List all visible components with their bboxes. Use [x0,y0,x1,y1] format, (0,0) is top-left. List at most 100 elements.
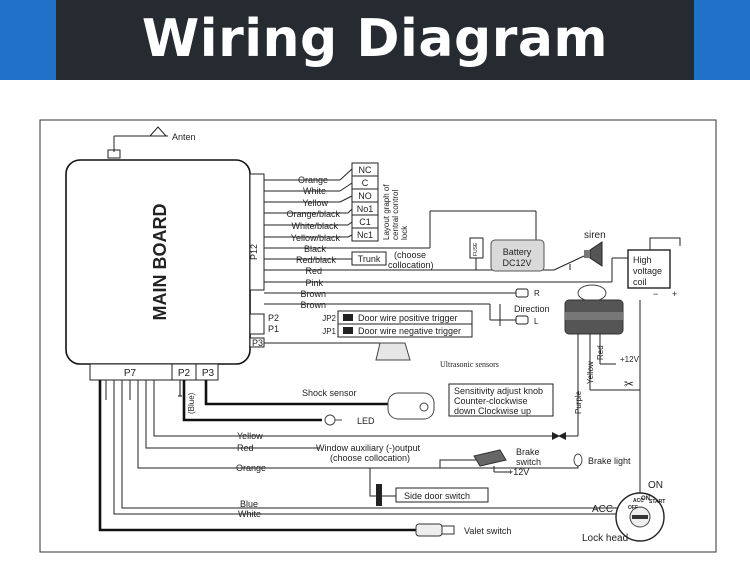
trunk-box [351,251,387,266]
shock-sensor-wires [178,380,390,422]
direction-label: Direction [514,304,550,314]
arrow-right-icon [552,432,560,440]
jp1-label: JP1 [322,327,336,336]
battery-label-1: Battery [503,247,532,257]
jp1-box [337,323,473,338]
antenna-label: Anten [172,132,196,142]
shock-sensor-label: Shock sensor [302,388,357,398]
scissors-icon: ✂ [624,377,634,391]
ignition-on-small: ON [641,496,650,502]
actuator-purple: Purple [574,390,583,414]
jp2-text: Door wire positive trigger [358,313,458,323]
coil-minus: − [653,289,658,299]
ultrasonic-label: Ultrasonic sensors [440,360,499,369]
p1-label: P1 [268,324,279,334]
p7-label: P7 [124,368,137,379]
relay-no: NO [358,191,372,201]
siren-label: siren [584,230,606,241]
lock-actuator-icon [564,284,624,335]
p7-white: White [238,509,261,519]
brake-switch-icon [473,449,512,473]
ignition-on-label: ON [648,480,663,491]
window-output-1: Window auxiliary (-)output [316,443,421,453]
door-switch-icon [372,484,386,509]
shock-sensor-icon [387,392,435,420]
brake-light-icon [573,453,583,467]
main-board-label: MAIN BOARD [150,204,170,321]
relay-caption-3: lock [400,225,409,240]
brake-light-label: Brake light [588,456,631,466]
side-door-box [395,487,489,503]
p3-label: P3 [252,338,263,348]
p7-red: Red [237,443,254,453]
relay-c: C [362,178,369,188]
battery-label-2: DC12V [502,258,531,268]
lock-head-label: Lock head [582,533,628,544]
ignition-off-small: OFF [628,505,638,511]
window-output-2: (choose collocation) [330,453,410,463]
wire-label-yellow-black: Yellow/black [291,233,341,243]
wire-label-white: White [303,186,326,196]
trunk-label: Trunk [358,254,381,264]
side-door-label: Side door switch [404,491,470,501]
valet-switch-icon [415,523,455,537]
siren-icon [553,241,603,271]
coil-plus: + [672,289,677,299]
wire-label-orange: Orange [298,175,328,185]
battery-icon [490,239,545,272]
wire-label-brown-2: Brown [300,300,326,310]
wire-label-red: Red [305,266,322,276]
jp1-jumper-icon [343,327,353,334]
actuator-12v: +12V [620,355,640,364]
coil-label-1: High [633,255,652,265]
relay-nc: NC [359,165,372,175]
actuator-red: Red [596,345,605,360]
valet-label: Valet switch [464,526,511,536]
trunk-note-1: (choose [394,250,426,260]
wire-label-black: Black [304,244,327,254]
p7-connector [89,363,219,381]
banner-accent-left [0,0,56,80]
relay-caption-2: central control [391,190,400,240]
ignition-acc-label: ACC [592,504,613,515]
led-label: LED [357,416,375,426]
trunk-note-2: collocation) [388,260,434,270]
diagram-frame [39,119,717,553]
banner-accent-right [694,0,750,80]
arrow-left-icon [558,432,566,440]
fuse-label: FUSE [473,242,479,256]
antenna-icon [107,126,168,159]
jp2-label: JP2 [322,314,336,323]
p2b-label: P2 [178,368,191,379]
relay-caption-1: Layout graph of [382,184,391,240]
wire-label-brown-1: Brown [300,289,326,299]
page-title: Wiring Diagram [141,9,609,69]
jp2-jumper-icon [343,314,353,321]
p2-blue-label: (Blue) [187,392,196,414]
actuator-yellow: Yellow [586,361,595,384]
actuator-wires [564,300,641,500]
p2-label: P2 [268,313,279,323]
p7-orange: Orange [236,463,266,473]
coil-label-3: coil [633,277,647,287]
ignition-start-small: START [649,499,665,505]
p3b-label: P3 [202,368,215,379]
wire-label-orange-black: Orange/black [286,209,340,219]
p12-connector [249,173,265,291]
header-banner: Wiring Diagram [0,0,750,80]
ignition-acc-small: ACC [633,498,644,504]
wire-label-yellow: Yellow [302,198,328,208]
relay-terminal-block [351,162,379,242]
coil-label-2: voltage [633,266,662,276]
brake-switch-2: switch [516,457,541,467]
ultrasonic-sensor-icon [375,342,411,361]
relay-nc1: Nc1 [357,230,373,240]
led-icon [324,414,342,426]
ignition-coil-icon [627,237,681,289]
brake-switch-1: Brake [516,447,540,457]
sensitivity-note [448,383,554,417]
p7-wires [98,380,640,532]
wire-label-red-black: Red/black [296,255,337,265]
p7-blue: Blue [240,499,258,509]
